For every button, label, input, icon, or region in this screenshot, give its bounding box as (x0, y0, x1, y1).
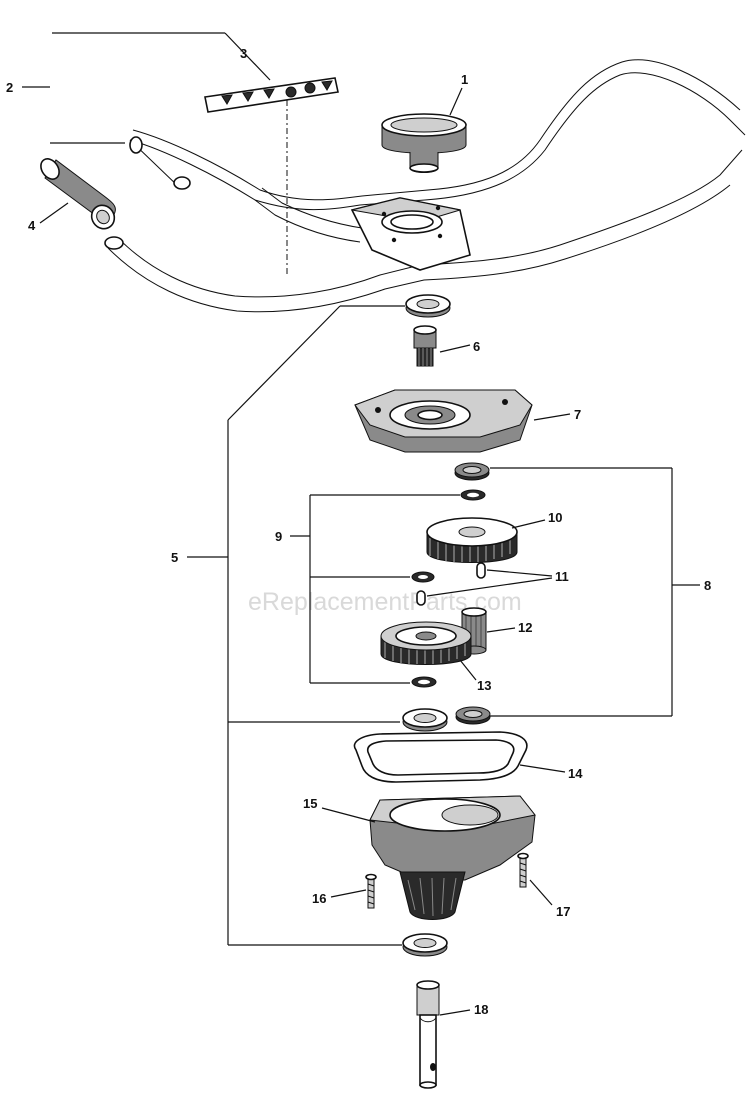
bearing-lower-left (402, 708, 448, 732)
callout-6: 6 (473, 339, 480, 354)
callout-8: 8 (704, 578, 711, 593)
lower-gear (380, 621, 472, 665)
bearing-top (405, 294, 451, 318)
key-pin-lower (416, 590, 426, 606)
screw-16 (365, 873, 377, 909)
callout-16: 16 (312, 891, 326, 906)
gear-case (369, 795, 536, 920)
seal-upper (454, 462, 490, 481)
washer-lower (411, 676, 437, 688)
cap (381, 113, 467, 173)
callout-18: 18 (474, 1002, 488, 1017)
seal-lower-right (455, 706, 491, 725)
pinion-shaft (413, 325, 437, 367)
screw-17 (517, 852, 529, 888)
callout-13: 13 (477, 678, 491, 693)
callout-4: 4 (28, 218, 36, 233)
gasket (353, 731, 528, 783)
warning-label (204, 77, 339, 113)
leaders (22, 32, 700, 1016)
callout-9: 9 (275, 529, 282, 544)
output-shaft (416, 980, 440, 1089)
bearing-bottom (402, 933, 448, 957)
callout-10: 10 (548, 510, 562, 525)
callout-1: 1 (461, 72, 468, 87)
upper-gear (426, 517, 518, 563)
callout-3: 3 (240, 46, 247, 61)
housing-plate (354, 389, 533, 453)
callout-7: 7 (574, 407, 581, 422)
callout-15: 15 (303, 796, 317, 811)
callout-14: 14 (568, 766, 583, 781)
handlebar (104, 59, 746, 313)
handle-grip (40, 158, 116, 230)
washer-mid (411, 571, 435, 583)
callout-labels: 1 2 3 4 5 6 7 8 9 10 11 12 13 14 15 16 1… (6, 46, 711, 1017)
callout-5: 5 (171, 550, 178, 565)
key-pin-upper (476, 562, 486, 579)
callout-17: 17 (556, 904, 570, 919)
callout-11: 11 (555, 569, 569, 584)
callout-2: 2 (6, 80, 13, 95)
washer-upper (460, 489, 486, 501)
callout-12: 12 (518, 620, 532, 635)
